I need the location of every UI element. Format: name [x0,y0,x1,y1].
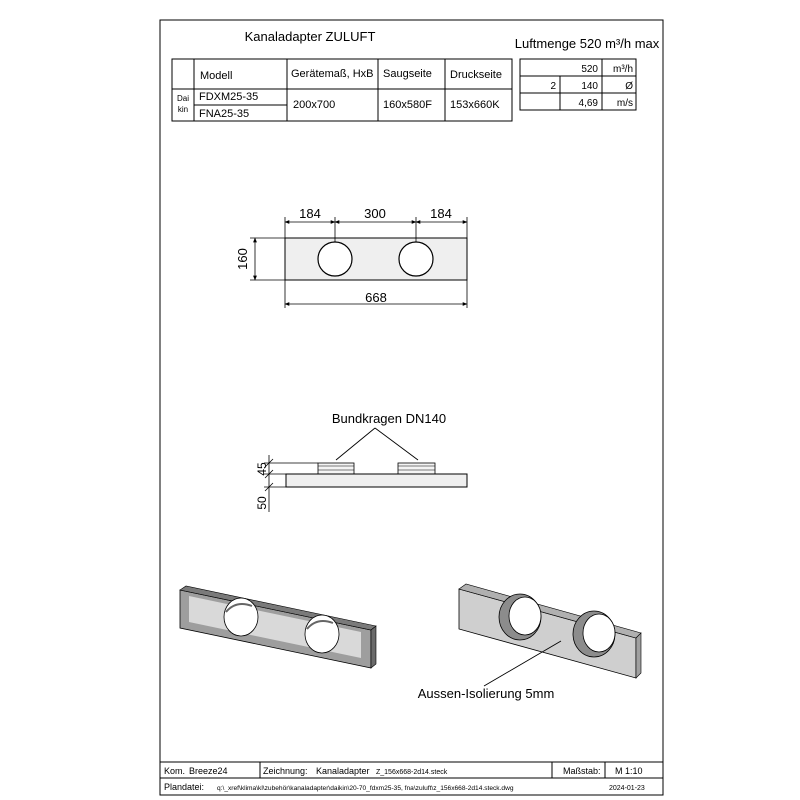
insulation-label: Aussen-Isolierung 5mm [418,686,555,701]
airflow-label: Luftmenge 520 m³/h max [515,36,660,51]
brand-line2: kin [178,105,188,114]
model-1: FDXM25-35 [199,91,258,103]
calc-unit-flow: m³/h [613,64,633,75]
suction-side: 160x580F [383,99,432,111]
drawing-title: Kanaladapter ZULUFT [245,29,376,44]
iso-view-insulated [458,583,642,687]
device-dimension: 200x700 [293,99,335,111]
massstab-label: Maßstab: [563,766,601,776]
calc-table [519,58,637,111]
iso-view-plain [179,585,377,669]
adapter-plate-top [284,237,468,281]
dim-width-668: 668 [365,290,387,305]
dim-height-160: 160 [235,248,250,270]
model-2: FNA25-35 [199,108,249,120]
adapter-plate-side [285,473,468,488]
calc-value-flow: 520 [581,64,598,75]
zeichnung-label: Zeichnung: [263,766,308,776]
brand-line1: Dai [177,94,189,103]
iso-hole-right-2 [582,613,616,653]
zeichnung-value: Kanaladapter [316,766,370,776]
outlet-circle-right [398,241,434,277]
calc-count: 2 [550,81,556,92]
header-geraetemass: Gerätemaß, HxB [291,68,374,80]
side-view: Bundkragen DN140 45 50 [255,411,468,512]
kom-value: Breeze24 [189,766,228,776]
calc-unit-velocity: m/s [617,98,633,109]
plandatei-label: Plandatei: [164,782,204,792]
plandatei-value: q:\_xref\klima\kl\zubehör\kanaladapter\d… [217,785,514,792]
header-druckseite: Druckseite [450,69,502,81]
calc-unit-diameter: Ø [625,81,633,92]
calc-value-velocity: 4,69 [579,98,599,109]
collar-label: Bundkragen DN140 [332,411,446,426]
dim-collar-45: 45 [255,462,269,476]
dim-left-184: 184 [299,206,321,221]
calc-value-diameter: 140 [581,81,598,92]
pressure-side: 153x660K [450,99,500,111]
top-view [250,217,468,308]
collar-left [317,462,355,475]
dim-middle-300: 300 [364,206,386,221]
header-modell: Modell [200,70,232,82]
outlet-circle-left [317,241,353,277]
header-saugseite: Saugseite [383,68,432,80]
iso-hole-right-1 [508,596,542,636]
plan-date: 2024-01-23 [609,785,645,792]
collar-right [397,462,436,475]
model-table [171,58,513,122]
kom-label: Kom. [164,766,185,776]
massstab-value: M 1:10 [615,766,643,776]
dim-right-184: 184 [430,206,452,221]
title-block [160,761,663,779]
file-short: Z_156x668-2d14.steck [376,769,448,776]
sheet-border [159,19,664,796]
dim-plate-50: 50 [255,496,269,510]
